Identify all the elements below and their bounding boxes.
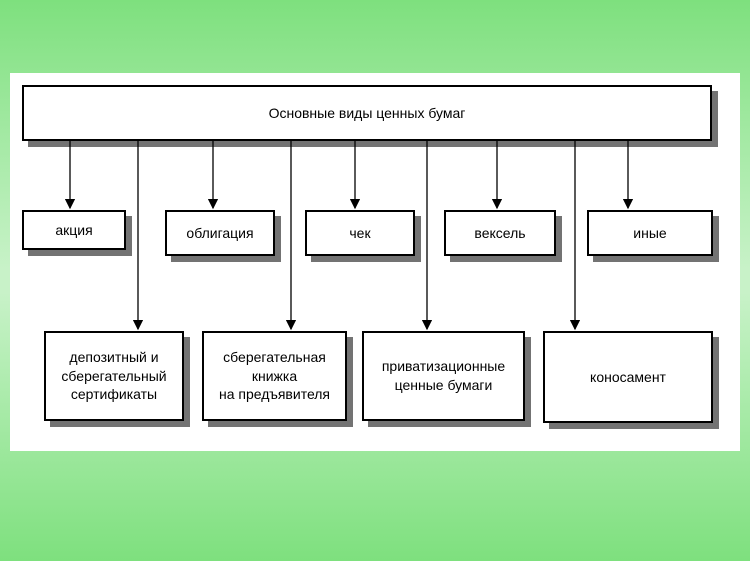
node-inye: иные: [587, 210, 713, 256]
root-label: Основные виды ценных бумаг: [268, 104, 466, 121]
node-depozitnyi-sertifikat: депозитный и сберегательный сертификаты: [44, 331, 184, 421]
node-chek: чек: [305, 210, 415, 256]
node-label-line: сертификаты: [70, 386, 158, 403]
node-sberegatelnaya-knizhka: сберегательная книжка на предъявителя: [202, 331, 347, 421]
node-label-line: приватизационные: [381, 358, 506, 375]
node-akciya: акция: [22, 210, 126, 250]
node-label-line: на предъявителя: [218, 386, 331, 403]
node-label: облигация: [186, 224, 254, 241]
node-label-line: депозитный и: [69, 348, 159, 365]
node-label-line: сберегательная: [223, 348, 326, 365]
node-label-line: ценные бумаги: [394, 377, 493, 393]
node-label-line: книжка: [251, 367, 298, 384]
node-label: вексель: [474, 224, 526, 241]
node-privatizacionnye-bumagi: приватизационные ценные бумаги: [362, 331, 525, 421]
node-konosament: коносамент: [543, 331, 713, 423]
node-label: чек: [349, 224, 371, 241]
node-obligaciya: облигация: [165, 210, 275, 256]
node-label-line: коносамент: [590, 368, 666, 385]
node-label: иные: [633, 224, 667, 241]
node-veksel: вексель: [444, 210, 556, 256]
node-label-line: сберегательный: [61, 367, 167, 384]
root-node: Основные виды ценных бумаг: [22, 85, 712, 141]
node-label: акция: [55, 221, 93, 238]
